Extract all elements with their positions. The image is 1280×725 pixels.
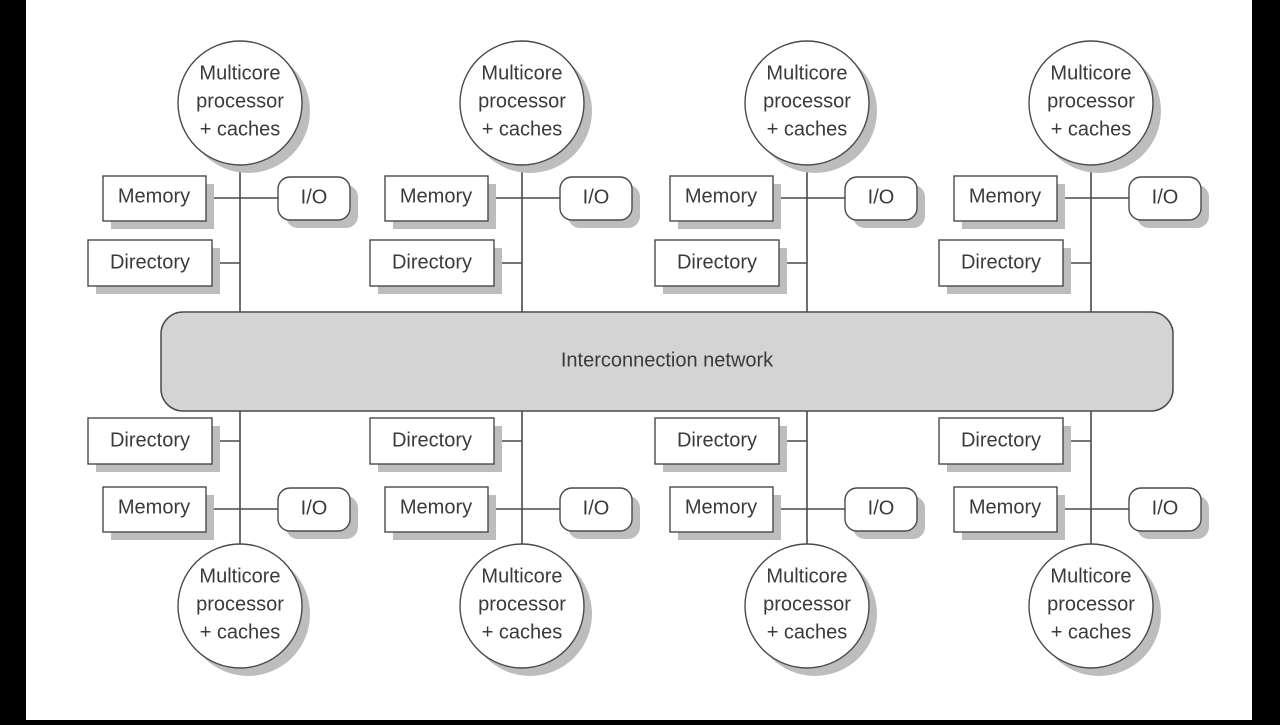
io-label: I/O bbox=[868, 186, 895, 208]
bottom-node-4: Multicore processor + caches Memory I/O Direc… bbox=[938, 410, 1209, 676]
io-label: I/O bbox=[1152, 186, 1179, 208]
processor-label-line-3: + caches bbox=[767, 621, 848, 643]
directory-label: Directory bbox=[392, 251, 472, 273]
io-label: I/O bbox=[301, 497, 328, 519]
processor-label-line-3: + caches bbox=[482, 118, 563, 140]
bottom-node-3: Multicore processor + caches Memory I/O Direc… bbox=[654, 410, 925, 676]
processor-label-line-2: processor bbox=[478, 593, 566, 615]
bottom-node-2: Multicore processor + caches Memory I/O Direc… bbox=[369, 410, 640, 676]
directory-box: Directory bbox=[369, 239, 502, 294]
io-label: I/O bbox=[1152, 497, 1179, 519]
processor-label-line-1: Multicore bbox=[199, 565, 280, 587]
memory-box: Memory bbox=[669, 486, 781, 540]
io-label: I/O bbox=[301, 186, 328, 208]
processor-label-line-2: processor bbox=[763, 90, 851, 112]
io-box: I/O bbox=[559, 176, 640, 228]
processor-circle bbox=[1028, 40, 1154, 166]
memory-box: Memory bbox=[953, 486, 1065, 540]
processor-circle bbox=[177, 40, 303, 166]
memory-label: Memory bbox=[400, 496, 472, 518]
memory-label: Memory bbox=[118, 185, 190, 207]
directory-box: Directory bbox=[654, 239, 787, 294]
interconnection-network: Interconnection network bbox=[160, 311, 1174, 412]
directory-box: Directory bbox=[369, 417, 502, 472]
processor-circle bbox=[744, 40, 870, 166]
io-box: I/O bbox=[559, 487, 640, 539]
processor-label-line-1: Multicore bbox=[481, 62, 562, 84]
processor-circle bbox=[459, 40, 585, 166]
io-label: I/O bbox=[583, 186, 610, 208]
io-box: I/O bbox=[844, 487, 925, 539]
processor-label-line-3: + caches bbox=[200, 118, 281, 140]
processor-label-line-2: processor bbox=[196, 90, 284, 112]
io-box: I/O bbox=[277, 176, 358, 228]
directory-label: Directory bbox=[961, 251, 1041, 273]
memory-box: Memory bbox=[953, 175, 1065, 229]
processor-label-line-3: + caches bbox=[200, 621, 281, 643]
directory-label: Directory bbox=[110, 429, 190, 451]
processor-label-line-1: Multicore bbox=[199, 62, 280, 84]
bottom-node-1: Multicore processor + caches Memory I/O Direc… bbox=[87, 410, 358, 676]
processor-label-line-1: Multicore bbox=[1050, 565, 1131, 587]
directory-box: Directory bbox=[654, 417, 787, 472]
directory-label: Directory bbox=[677, 251, 757, 273]
memory-box: Memory bbox=[669, 175, 781, 229]
directory-label: Directory bbox=[392, 429, 472, 451]
network-label: Interconnection network bbox=[561, 349, 774, 371]
directory-box: Directory bbox=[938, 239, 1071, 294]
memory-label: Memory bbox=[685, 496, 757, 518]
io-label: I/O bbox=[583, 497, 610, 519]
memory-label: Memory bbox=[685, 185, 757, 207]
memory-box: Memory bbox=[102, 175, 214, 229]
io-box: I/O bbox=[1128, 176, 1209, 228]
io-box: I/O bbox=[277, 487, 358, 539]
memory-label: Memory bbox=[969, 496, 1041, 518]
processor-label-line-2: processor bbox=[763, 593, 851, 615]
processor-label-line-2: processor bbox=[196, 593, 284, 615]
io-box: I/O bbox=[1128, 487, 1209, 539]
processor-circle bbox=[459, 543, 585, 669]
processor-label-line-3: + caches bbox=[482, 621, 563, 643]
directory-label: Directory bbox=[110, 251, 190, 273]
io-label: I/O bbox=[868, 497, 895, 519]
memory-box: Memory bbox=[384, 175, 496, 229]
directory-box: Directory bbox=[87, 417, 220, 472]
processor-circle bbox=[177, 543, 303, 669]
directory-label: Directory bbox=[677, 429, 757, 451]
memory-label: Memory bbox=[400, 185, 472, 207]
processor-label-line-2: processor bbox=[1047, 90, 1135, 112]
processor-label-line-3: + caches bbox=[1051, 118, 1132, 140]
processor-label-line-3: + caches bbox=[1051, 621, 1132, 643]
memory-label: Memory bbox=[969, 185, 1041, 207]
memory-box: Memory bbox=[384, 486, 496, 540]
processor-circle bbox=[1028, 543, 1154, 669]
processor-label-line-2: processor bbox=[1047, 593, 1135, 615]
processor-label-line-3: + caches bbox=[767, 118, 848, 140]
processor-label-line-2: processor bbox=[478, 90, 566, 112]
processor-label-line-1: Multicore bbox=[481, 565, 562, 587]
memory-box: Memory bbox=[102, 486, 214, 540]
directory-box: Directory bbox=[938, 417, 1071, 472]
processor-label-line-1: Multicore bbox=[766, 62, 847, 84]
memory-label: Memory bbox=[118, 496, 190, 518]
directory-label: Directory bbox=[961, 429, 1041, 451]
processor-circle bbox=[744, 543, 870, 669]
processor-label-line-1: Multicore bbox=[766, 565, 847, 587]
directory-box: Directory bbox=[87, 239, 220, 294]
processor-label-line-1: Multicore bbox=[1050, 62, 1131, 84]
io-box: I/O bbox=[844, 176, 925, 228]
